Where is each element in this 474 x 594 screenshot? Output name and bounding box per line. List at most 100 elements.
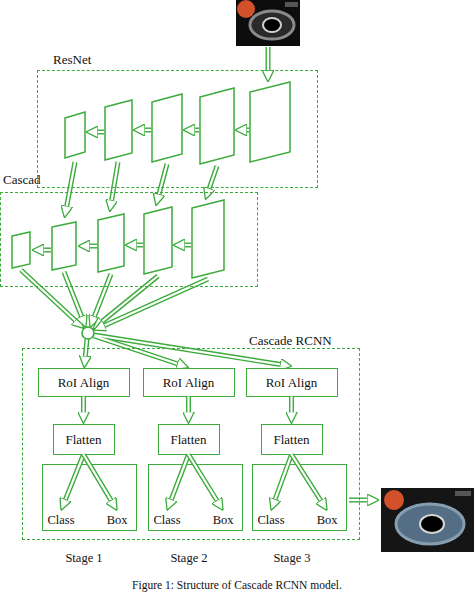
stage-label: Stage 2 <box>144 551 234 565</box>
box-label: Flatten <box>65 432 101 447</box>
feature-map <box>200 88 234 164</box>
box-label: Flatten <box>170 432 206 447</box>
flow-arrow <box>208 166 217 192</box>
output-image <box>381 488 474 552</box>
flow-arrow <box>66 162 75 210</box>
box-label: RoI Align <box>163 375 215 390</box>
feature-map <box>250 82 290 162</box>
flow-arrow <box>349 499 371 501</box>
process-box: RoI Align <box>143 368 235 397</box>
flow-arrow <box>181 244 191 246</box>
feature-map <box>12 232 30 268</box>
flow-arrow <box>85 339 87 360</box>
module-label: Cascad <box>3 172 41 187</box>
flow-arrow <box>99 276 158 324</box>
flow-connector <box>188 397 189 416</box>
merge-node <box>82 327 94 339</box>
feature-map <box>105 100 132 160</box>
image-frame <box>236 0 300 46</box>
feature-map <box>52 222 76 270</box>
flow-arrow <box>141 128 151 133</box>
feature-map <box>65 112 85 158</box>
flow-arrow <box>141 129 151 131</box>
flow-arrow <box>191 129 199 131</box>
output-label: Box <box>317 513 338 527</box>
flow-arrow <box>243 128 249 133</box>
flow-connector <box>291 397 292 416</box>
flow-arrow <box>111 162 118 204</box>
connector-outline <box>289 397 294 416</box>
flow-arrows <box>21 47 371 500</box>
stage-label: Stage 1 <box>39 551 129 565</box>
flow-arrow <box>64 272 83 320</box>
flow-arrow <box>94 130 104 135</box>
image-inset <box>237 0 255 18</box>
image-ring <box>250 11 294 39</box>
image-frame <box>381 488 474 552</box>
flow-arrow <box>40 249 51 251</box>
output-box: Class Box <box>148 464 243 531</box>
feature-map <box>192 200 224 278</box>
flow-connector <box>83 397 84 416</box>
resnet-features <box>65 82 290 164</box>
flow-arrow <box>86 245 97 247</box>
box-label: RoI Align <box>58 375 110 390</box>
connector-outline <box>186 397 191 416</box>
output-label: Class <box>48 513 75 527</box>
figure-caption: Figure 1: Structure of Cascade RCNN mode… <box>0 579 474 592</box>
box-label: RoI Align <box>266 375 318 390</box>
process-box: RoI Align <box>38 368 130 397</box>
box-label: Flatten <box>273 432 309 447</box>
connector-outline <box>81 397 86 416</box>
flow-arrow <box>208 166 217 192</box>
flow-arrow <box>94 131 104 133</box>
output-box: Class Box <box>252 464 347 531</box>
flow-arrow <box>243 129 249 131</box>
cascade-features <box>12 200 224 278</box>
feature-map <box>152 94 182 162</box>
flow-arrow <box>349 498 371 503</box>
image-lumen <box>263 18 281 32</box>
image-lumen <box>420 515 444 533</box>
stage-label: Stage 3 <box>247 551 337 565</box>
flow-arrow <box>111 162 118 204</box>
connector-core <box>187 397 189 416</box>
process-box: Flatten <box>261 424 323 455</box>
flow-arrow <box>85 339 87 360</box>
flow-arrow <box>181 243 191 248</box>
flow-arrow <box>133 244 143 246</box>
image-mark <box>285 2 298 7</box>
flow-arrow <box>21 270 78 323</box>
flow-arrow <box>93 274 111 320</box>
process-box: Flatten <box>158 424 220 455</box>
image-inset <box>384 490 404 510</box>
output-label: Box <box>107 513 128 527</box>
module-label: Cascade RCNN <box>249 333 332 348</box>
feature-map <box>144 207 172 274</box>
process-box: RoI Align <box>246 368 338 397</box>
flow-arrow <box>133 243 143 248</box>
module-group: Cascade RCNNRoI AlignRoI AlignRoI AlignF… <box>22 348 360 540</box>
connector-core <box>82 397 84 416</box>
feature-map <box>98 214 124 272</box>
flow-arrow <box>66 162 75 210</box>
module-group: ResNet <box>37 70 318 188</box>
image-ring <box>396 504 464 544</box>
module-label: ResNet <box>53 52 91 67</box>
flow-arrow <box>86 244 97 249</box>
flow-arrow <box>94 336 181 365</box>
connector-core <box>290 397 292 416</box>
output-label: Class <box>258 513 285 527</box>
input-image <box>236 0 300 46</box>
flow-arrow <box>40 248 51 253</box>
flow-arrow <box>191 128 199 133</box>
flow-arrow <box>93 274 111 320</box>
process-box: Flatten <box>53 424 115 455</box>
output-label: Box <box>213 513 234 527</box>
output-box: Class Box <box>42 464 137 531</box>
flow-arrow <box>21 270 78 323</box>
image-mark <box>455 491 471 496</box>
module-group: Cascad <box>0 192 258 287</box>
output-label: Class <box>154 513 181 527</box>
